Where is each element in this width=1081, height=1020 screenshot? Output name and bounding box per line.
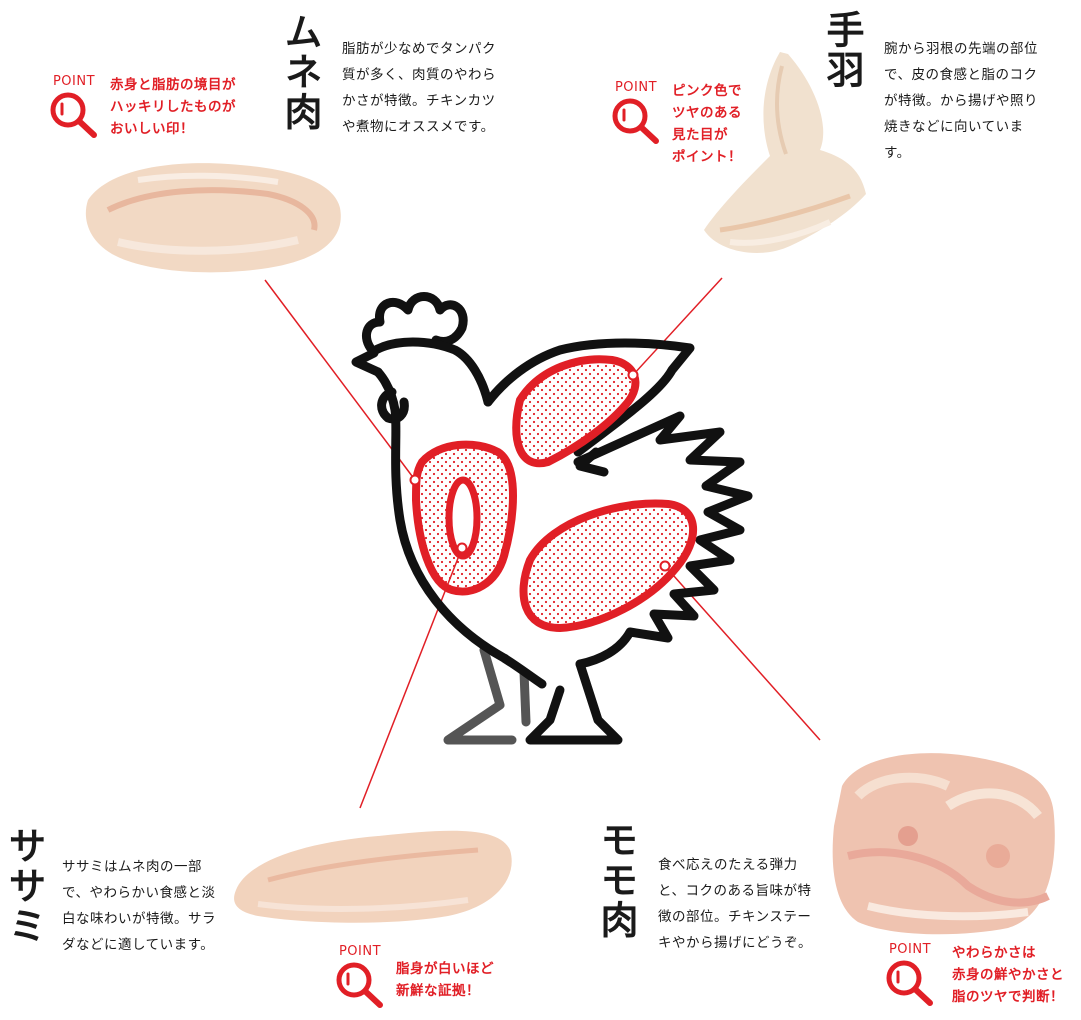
point-text-line: 見た目が <box>672 127 728 143</box>
leader-line-tebane <box>632 277 723 376</box>
photo-tebane <box>690 46 870 266</box>
region-tebane <box>512 355 640 468</box>
point-text-line: ピンク色で <box>672 83 742 99</box>
photo-sasami <box>228 820 518 930</box>
photo-momo <box>828 746 1060 936</box>
leader-dot-momo <box>659 560 671 572</box>
title-mune: ムネ肉 <box>278 12 322 132</box>
point-text-line: 赤身と脂肪の境目が <box>110 77 236 93</box>
point-text-line: 新鮮な証拠！ <box>396 983 480 999</box>
point-text-mune: 赤身と脂肪の境目が ハッキリしたものが おいしい印！ <box>110 74 236 140</box>
point-label: POINT <box>888 942 932 957</box>
leader-dot-mune <box>409 474 421 486</box>
magnifier-icon <box>610 96 664 148</box>
leader-dot-sasami <box>456 542 468 554</box>
point-text-sasami: 脂身が白いほど 新鮮な証拠！ <box>396 958 494 1002</box>
point-text-line: ハッキリしたものが <box>110 99 236 115</box>
point-badge-momo: POINT <box>880 942 950 1012</box>
point-text-line: やわらかさは <box>952 945 1036 961</box>
point-badge-tebane: POINT <box>606 80 676 150</box>
region-momo <box>519 499 698 632</box>
magnifier-icon <box>334 960 388 1012</box>
point-text-line: 赤身の鮮やかさと <box>952 967 1064 983</box>
point-text-momo: やわらかさは 赤身の鮮やかさと 脂のツヤで判断！ <box>952 942 1064 1008</box>
chicken-legs <box>443 645 531 745</box>
region-sasami <box>445 476 481 560</box>
description-mune: 脂肪が少なめでタンパク質が多く、肉質のやわらかさが特徴。チキンカツや煮物にオスス… <box>342 41 496 135</box>
magnifier-icon <box>48 90 102 142</box>
description-sasami: ササミはムネ肉の一部で、やわらかい食感と淡白な味わいが特徴。サラダなどに適してい… <box>62 859 216 953</box>
point-badge-sasami: POINT <box>330 944 400 1014</box>
point-text-line: ポイント！ <box>672 149 742 165</box>
point-label: POINT <box>614 80 658 95</box>
point-text-line: 脂のツヤで判断！ <box>952 989 1064 1005</box>
title-sasami: ササミ <box>2 826 46 946</box>
point-label: POINT <box>338 944 382 959</box>
title-momo: モモ肉 <box>594 820 638 940</box>
photo-mune <box>78 150 348 280</box>
point-text-tebane: ピンク色で ツヤのある 見た目が ポイント！ <box>672 80 742 168</box>
leader-line-mune <box>264 279 416 481</box>
magnifier-icon <box>884 958 938 1010</box>
point-text-line: おいしい印！ <box>110 121 194 137</box>
point-badge-mune: POINT <box>44 74 114 144</box>
leader-dot-tebane <box>627 369 639 381</box>
point-text-line: 脂身が白いほど <box>396 961 494 977</box>
point-text-line: ツヤのある <box>672 105 742 121</box>
description-momo: 食べ応えのたえる弾力と、コクのある旨味が特徴の部位。チキンステーキやから揚げにど… <box>658 857 812 951</box>
description-tebane: 腕から羽根の先端の部位で、皮の食感と脂のコクが特徴。から揚げや照り焼きなどに向い… <box>884 41 1038 161</box>
chicken-outline <box>351 292 753 745</box>
point-label: POINT <box>52 74 96 89</box>
title-tebane: 手羽 <box>820 10 864 90</box>
